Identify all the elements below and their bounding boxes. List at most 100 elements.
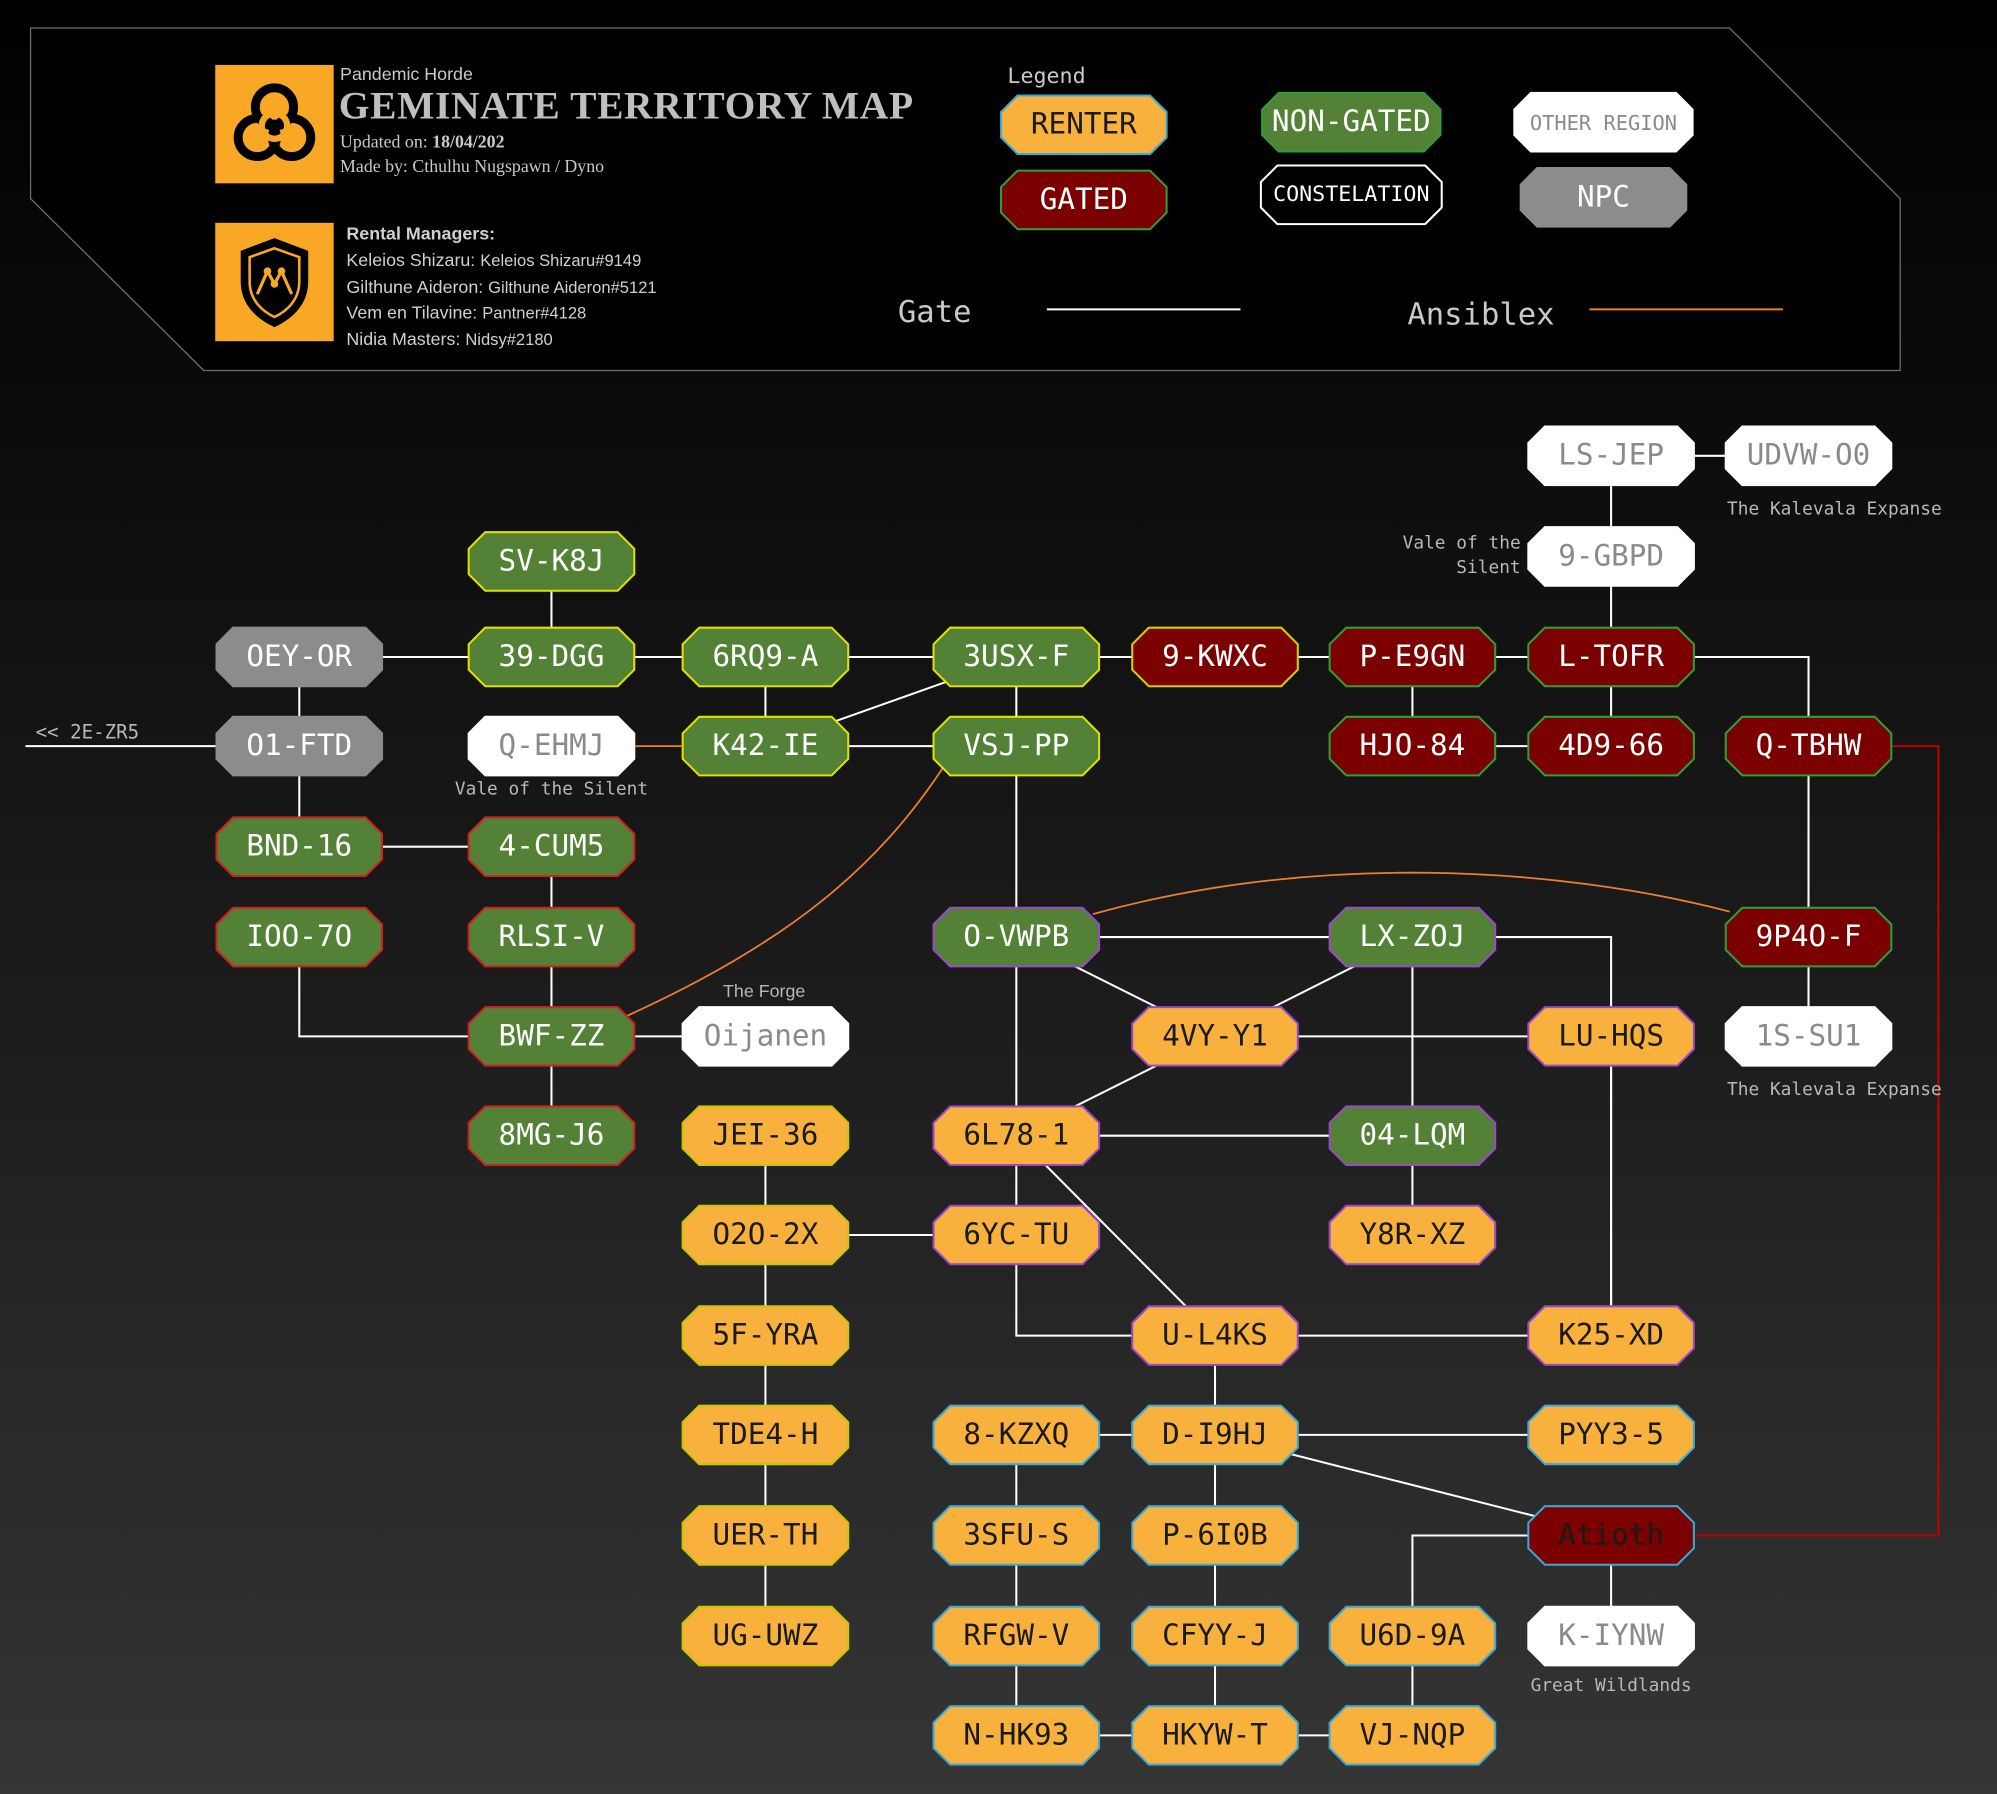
system-node-ioo70[interactable]: IOO-7O <box>215 906 384 968</box>
system-label: U-L4KS <box>1162 1319 1268 1353</box>
system-node-rlsiv[interactable]: RLSI-V <box>467 906 636 968</box>
system-node-ul4ks[interactable]: U-L4KS <box>1131 1305 1299 1366</box>
system-node-uguwz[interactable]: UG-UWZ <box>681 1605 850 1667</box>
system-node-oijanen[interactable]: Oijanen <box>681 1006 850 1067</box>
shield-logo <box>215 222 334 342</box>
system-node-jei36[interactable]: JEI-36 <box>681 1105 850 1166</box>
system-node-gbpd9[interactable]: 9-GBPD <box>1527 526 1695 587</box>
system-node-k42ie[interactable]: K42-IE <box>681 715 850 777</box>
system-label: K-IYNW <box>1558 1619 1665 1653</box>
system-node-usxf3[interactable]: 3USX-F <box>932 626 1101 688</box>
wildlands-note: Great Wildlands <box>1530 1675 1692 1696</box>
system-node-fyra[interactable]: 5F-YRA <box>681 1305 850 1366</box>
system-node-p4of9[interactable]: 9P4O-F <box>1724 906 1893 968</box>
system-label: O1-FTD <box>246 729 353 763</box>
system-node-bnd16[interactable]: BND-16 <box>215 816 384 877</box>
node-shape <box>1328 1705 1497 1766</box>
system-label: BND-16 <box>246 830 353 864</box>
system-node-lxzoj[interactable]: LX-ZOJ <box>1328 906 1497 968</box>
system-node-hjo84[interactable]: HJO-84 <box>1328 715 1497 777</box>
system-node-dgg39[interactable]: 39-DGG <box>467 626 636 688</box>
node-shape <box>932 1705 1101 1766</box>
system-node-bwfzz[interactable]: BWF-ZZ <box>467 1006 636 1067</box>
system-node-mgj6[interactable]: 8MG-J6 <box>467 1105 636 1166</box>
system-node-qehmj[interactable]: Q-EHMJ <box>467 715 636 777</box>
system-node-k25xd[interactable]: K25-XD <box>1527 1305 1695 1366</box>
system-label: Atioth <box>1558 1518 1665 1553</box>
node-shape <box>215 906 384 968</box>
system-node-ovwpb[interactable]: O-VWPB <box>932 906 1101 968</box>
node-shape <box>1527 1305 1695 1366</box>
legend-label: GATED <box>1039 183 1128 217</box>
system-label: TDE4-H <box>712 1418 819 1452</box>
system-label: RFGW-V <box>963 1619 1070 1653</box>
legend-label: RENTER <box>1030 108 1137 142</box>
system-node-sv-k8j[interactable]: SV-K8J <box>467 531 636 592</box>
system-node-hkywt[interactable]: HKYW-T <box>1131 1705 1299 1766</box>
system-node-pe9gn[interactable]: P-E9GN <box>1328 626 1497 688</box>
node-shape <box>1724 906 1893 968</box>
system-label: 39-DGG <box>498 640 605 674</box>
map-title: GEMINATE TERRITORY MAP <box>338 82 914 128</box>
system-node-o1ftd[interactable]: O1-FTD <box>215 715 384 777</box>
system-node-di9hj[interactable]: D-I9HJ <box>1131 1404 1299 1466</box>
system-label: P-E9GN <box>1359 640 1466 674</box>
legend-gated: GATED <box>1000 169 1168 231</box>
made-by: Made by: Cthulhu Nugspawn / Dyno <box>340 157 605 177</box>
biohazard-icon <box>233 83 316 162</box>
system-node-y8rxz[interactable]: Y8R-XZ <box>1328 1204 1497 1266</box>
system-node-l781[interactable]: 6L78-1 <box>932 1105 1101 1166</box>
system-node-sfus[interactable]: 3SFU-S <box>932 1505 1101 1566</box>
system-label: 8-KZXQ <box>963 1418 1070 1452</box>
system-node-yctu[interactable]: 6YC-TU <box>932 1204 1101 1266</box>
system-node-rfgwv[interactable]: RFGW-V <box>932 1605 1101 1667</box>
node-shape <box>1724 1006 1893 1067</box>
system-node-cum5[interactable]: 4-CUM5 <box>467 816 636 877</box>
system-label: U6D-9A <box>1359 1619 1466 1653</box>
system-label: VSJ-PP <box>963 729 1070 763</box>
node-shape <box>1000 94 1168 156</box>
system-node-kwxc9[interactable]: 9-KWXC <box>1131 626 1299 688</box>
system-node-uerth[interactable]: UER-TH <box>681 1505 850 1566</box>
manager-name: Nidia Masters: <box>346 328 461 349</box>
system-node-pyy35[interactable]: PYY3-5 <box>1527 1404 1695 1466</box>
managers-title: Rental Managers: <box>346 222 496 244</box>
system-label: 4VY-Y1 <box>1162 1019 1268 1053</box>
node-shape <box>1527 526 1695 587</box>
system-node-kiynw[interactable]: K-IYNW <box>1527 1605 1695 1667</box>
system-node-vsjpp[interactable]: VSJ-PP <box>932 715 1101 777</box>
system-node-qtbhw[interactable]: Q-TBHW <box>1724 715 1893 777</box>
system-label: LU-HQS <box>1558 1019 1665 1053</box>
system-node-d966[interactable]: 4D9-66 <box>1527 715 1695 777</box>
system-node-ssu1[interactable]: 1S-SU1 <box>1724 1006 1893 1067</box>
system-node-rq9a6[interactable]: 6RQ9-A <box>681 626 850 688</box>
system-node-lsjep[interactable]: LS-JEP <box>1527 425 1695 487</box>
system-node-p6i0b[interactable]: P-6I0B <box>1131 1505 1299 1566</box>
node-shape <box>1527 1404 1695 1466</box>
system-node-luhqs[interactable]: LU-HQS <box>1527 1006 1695 1067</box>
system-label: K42-IE <box>712 729 819 763</box>
node-shape <box>681 1605 850 1667</box>
system-node-cfyyj[interactable]: CFYY-J <box>1131 1605 1299 1667</box>
system-node-vjnqp[interactable]: VJ-NQP <box>1328 1705 1497 1766</box>
system-node-o2o2x[interactable]: O2O-2X <box>681 1204 850 1266</box>
system-node-lqm04[interactable]: 04-LQM <box>1328 1105 1497 1166</box>
vale-note-1: Vale of the Silent <box>1402 533 1521 579</box>
system-node-u6d9a[interactable]: U6D-9A <box>1328 1605 1497 1667</box>
legend-renter: RENTER <box>1000 94 1168 156</box>
system-node-ltofr[interactable]: L-TOFR <box>1527 626 1695 688</box>
system-node-atioth[interactable]: Atioth <box>1527 1505 1695 1566</box>
manager-name: Vem en Tilavine: <box>346 301 478 323</box>
manager-handle: Pantner#4128 <box>482 303 587 323</box>
system-node-vyy1[interactable]: 4VY-Y1 <box>1131 1006 1299 1067</box>
system-node-tde4h[interactable]: TDE4-H <box>681 1404 850 1466</box>
system-node-udvwoo[interactable]: UDVW-O0 <box>1724 425 1893 487</box>
legend-label: NON-GATED <box>1271 105 1431 139</box>
legend-constelation: CONSTELATION <box>1259 164 1443 226</box>
system-node-kzxq[interactable]: 8-KZXQ <box>932 1404 1101 1466</box>
manager-handle: Nidsy#2180 <box>465 329 553 349</box>
node-shape <box>932 626 1101 688</box>
system-node-oey-or[interactable]: OEY-OR <box>215 626 384 688</box>
system-node-nhk93[interactable]: N-HK93 <box>932 1705 1101 1766</box>
